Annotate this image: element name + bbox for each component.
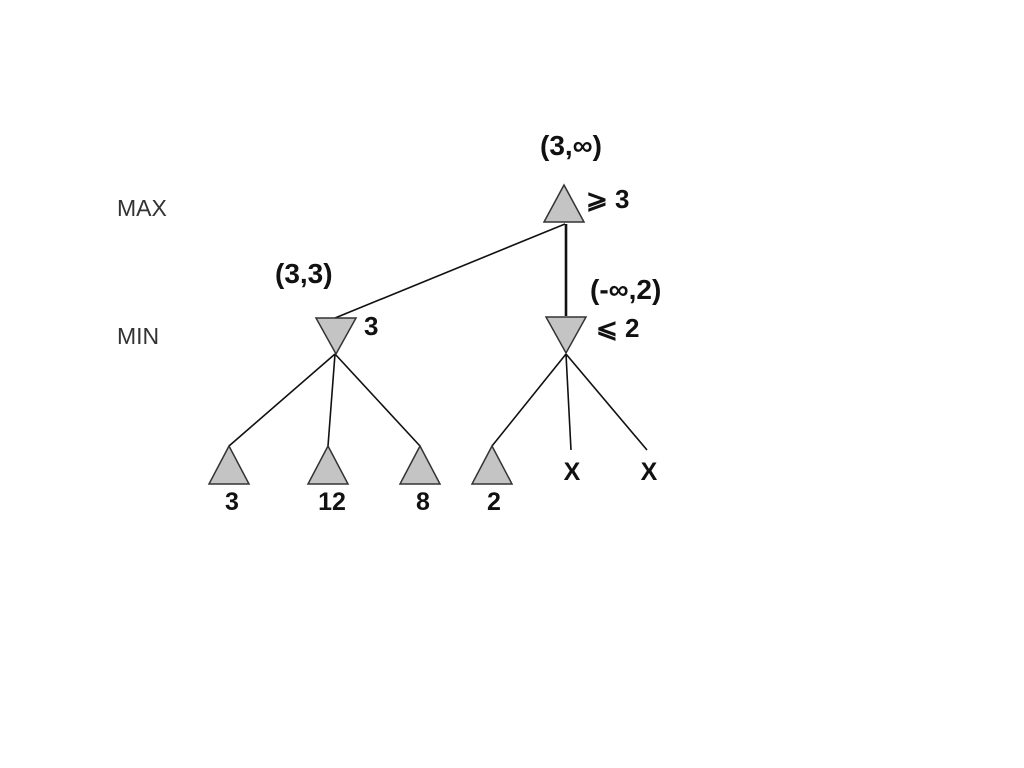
min-level-label: MIN bbox=[117, 323, 159, 349]
min-right-bound-label: (-∞,2) bbox=[590, 274, 661, 305]
leaf-value-4: 2 bbox=[487, 488, 501, 516]
leaf-value-2: 12 bbox=[318, 488, 346, 516]
min-left-bound-label: (3,3) bbox=[275, 258, 333, 289]
min-left-value-label: 3 bbox=[364, 311, 378, 341]
edge-min-left-to-leaf-2 bbox=[327, 353, 336, 447]
leaf-value-3: 8 bbox=[416, 488, 430, 516]
edge-min-left-to-leaf-3 bbox=[334, 353, 421, 447]
pruned-marker-2: X bbox=[641, 458, 658, 486]
root-value-label: ⩾ 3 bbox=[586, 184, 629, 214]
leaf-node-4 bbox=[470, 444, 514, 485]
root-bound-label: (3,∞) bbox=[540, 130, 602, 161]
leaf-node-3 bbox=[398, 444, 442, 485]
leaf-value-1: 3 bbox=[225, 488, 239, 516]
edge-min-right-to-leaf-4 bbox=[491, 353, 567, 447]
min-node-right bbox=[544, 316, 588, 355]
edge-min-right-to-pruned-2 bbox=[565, 353, 648, 451]
pruned-marker-1: X bbox=[564, 458, 581, 486]
edge-min-right-to-pruned-1 bbox=[565, 353, 572, 451]
leaf-node-1 bbox=[207, 444, 251, 485]
min-right-value-label: ⩽ 2 bbox=[596, 313, 639, 343]
max-level-label: MAX bbox=[117, 195, 167, 221]
min-node-left bbox=[314, 317, 358, 356]
edge-min-left-to-leaf-1 bbox=[228, 353, 336, 447]
max-node bbox=[542, 183, 586, 223]
edge-root-to-min-left bbox=[334, 223, 566, 319]
leaf-node-2 bbox=[306, 444, 350, 485]
